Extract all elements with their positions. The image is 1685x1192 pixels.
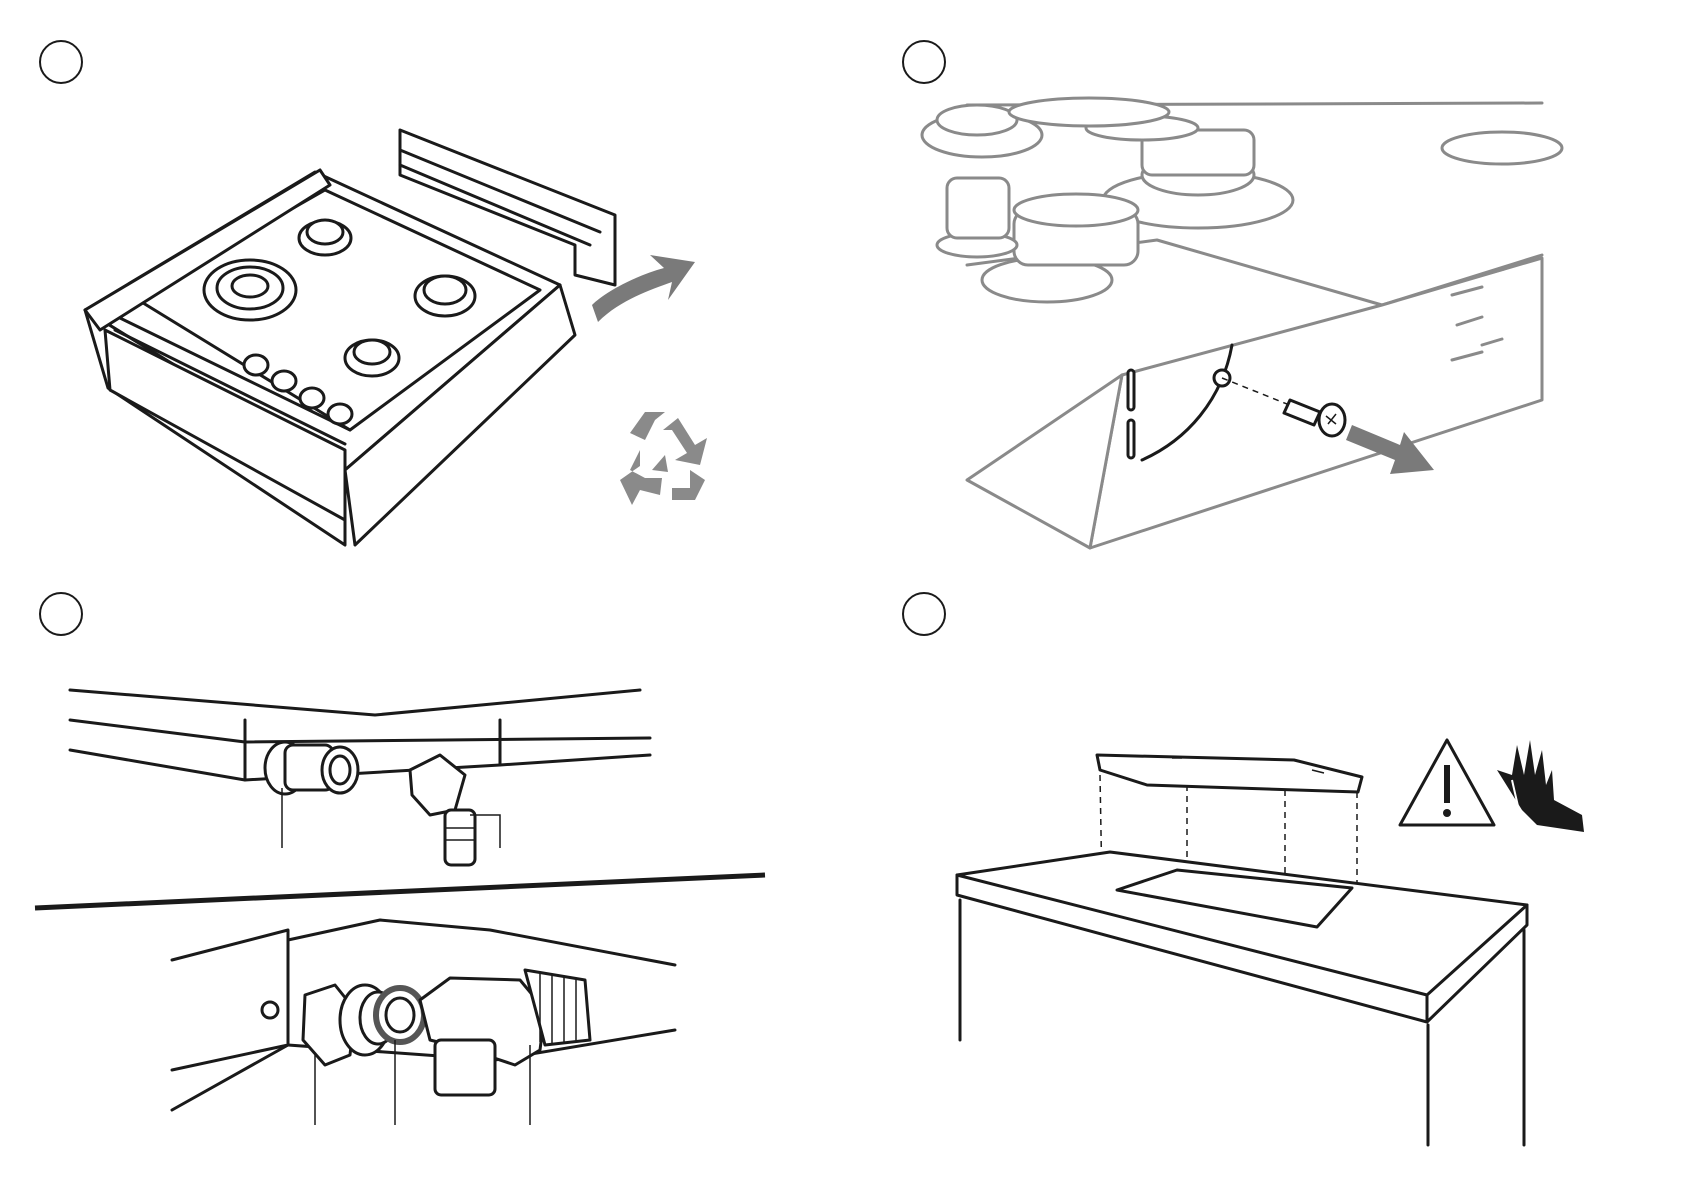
step-3-panel [0,570,842,1192]
gas-connection-detail-illustration [0,570,842,1192]
hob-underside-screw-illustration [842,0,1685,570]
step-4-panel [842,570,1685,1192]
step-1-panel [0,0,842,570]
step-2-panel [842,0,1685,570]
cut-hand-icon [842,570,1685,1192]
recycle-icon [0,0,842,570]
